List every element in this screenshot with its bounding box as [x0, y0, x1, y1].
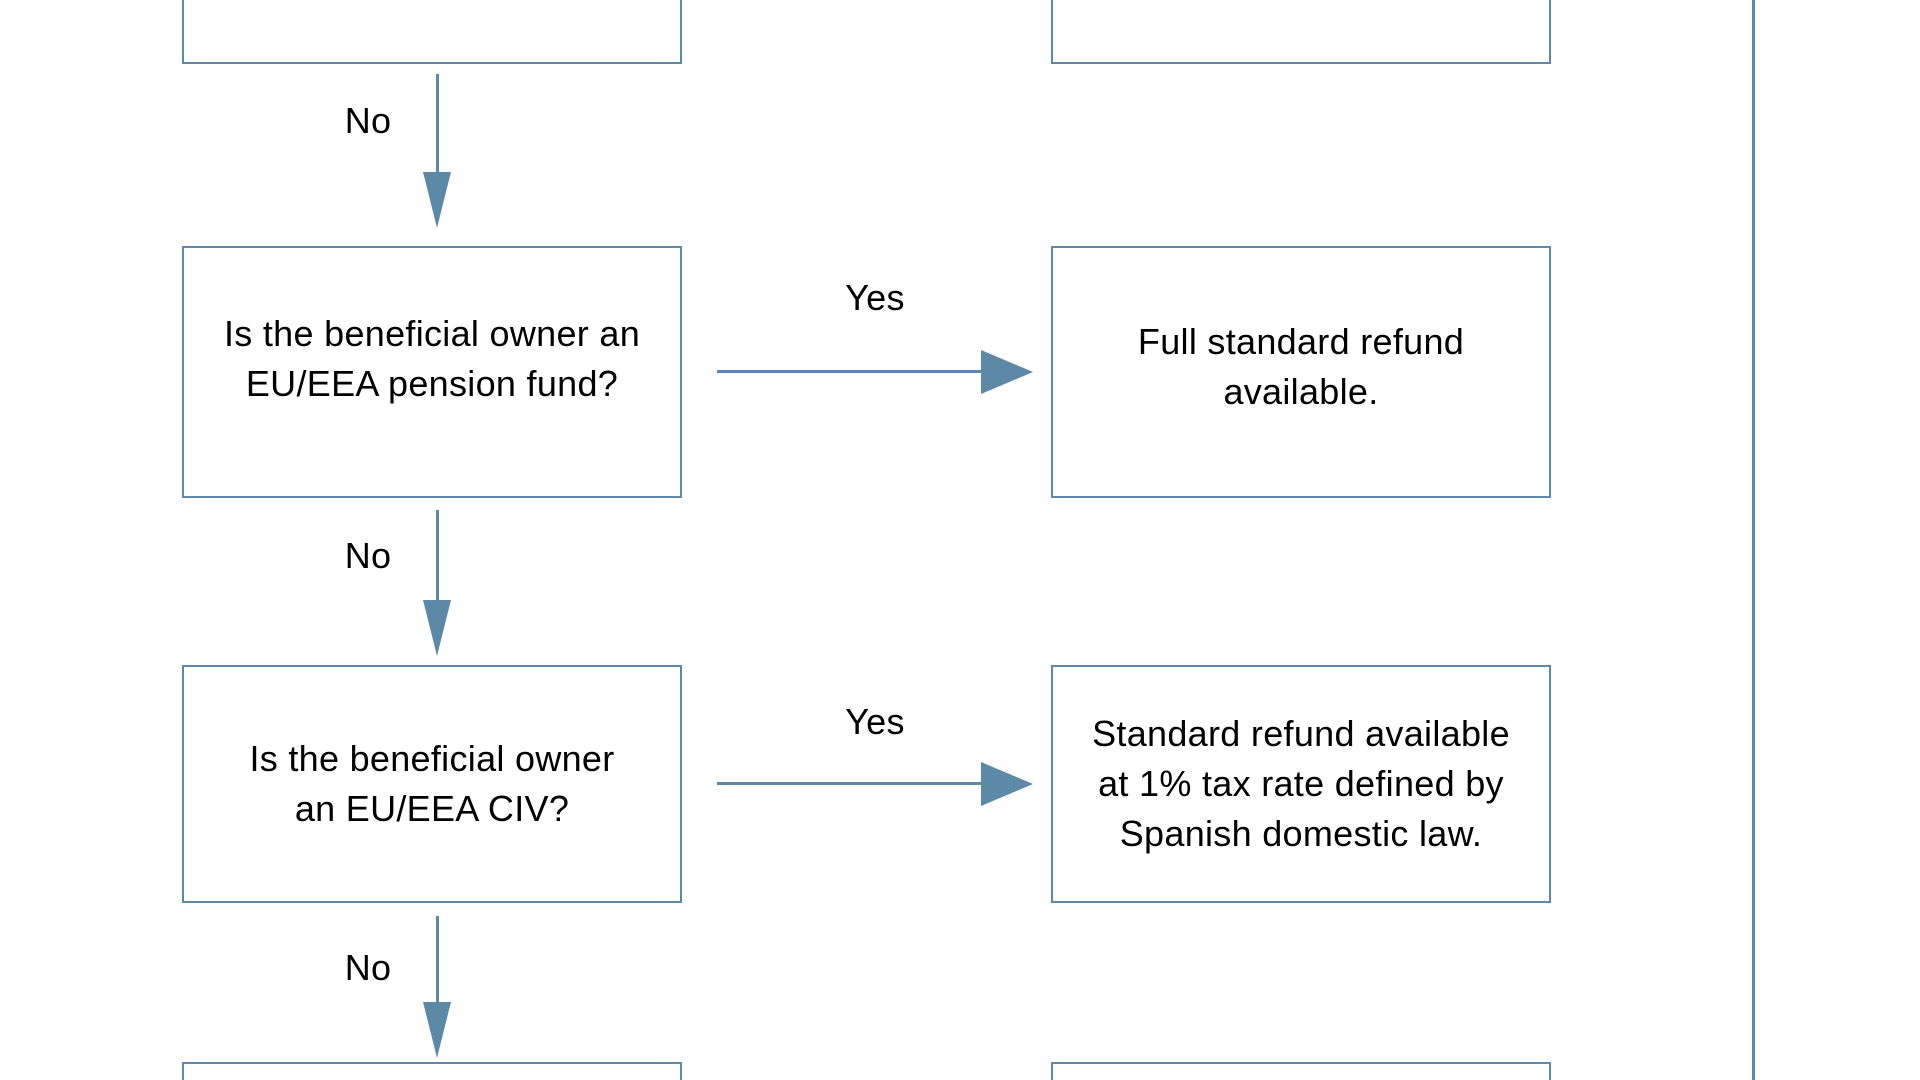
arrow-yes-2-head	[981, 762, 1033, 806]
node-outcome-full-refund: Full standard refund available.	[1051, 246, 1551, 498]
node-partial-bottom-right	[1051, 1062, 1551, 1080]
arrow-yes-1-head	[981, 350, 1033, 394]
node-partial-top-left	[182, 0, 682, 64]
edge-label-no-1: No	[344, 100, 392, 141]
node-question-civ-label: Is the beneficial owner an EU/EEA CIV?	[249, 738, 615, 829]
arrow-yes-1-shaft	[717, 370, 983, 373]
arrow-no-2-head	[423, 600, 451, 656]
edge-label-no-2: No	[344, 535, 392, 576]
arrow-no-1-shaft	[436, 74, 439, 176]
node-outcome-full-refund-label: Full standard refund available.	[1137, 321, 1465, 412]
arrow-yes-2-shaft	[717, 782, 983, 785]
node-partial-top-right	[1051, 0, 1551, 64]
node-question-pension-fund: Is the beneficial owner an EU/EEA pensio…	[182, 246, 682, 498]
arrow-no-2-shaft	[436, 510, 439, 602]
edge-label-yes-1: Yes	[845, 277, 905, 318]
node-question-pension-fund-label: Is the beneficial owner an EU/EEA pensio…	[223, 313, 641, 404]
edge-label-yes-2: Yes	[845, 701, 905, 742]
arrow-no-3-head	[423, 1002, 451, 1058]
right-column-divider-line	[1752, 0, 1755, 1080]
node-outcome-one-percent-refund-label: Standard refund available at 1% tax rate…	[1092, 713, 1510, 854]
node-partial-bottom-left	[182, 1062, 682, 1080]
edge-label-no-3: No	[344, 947, 392, 988]
arrow-no-3-shaft	[436, 916, 439, 1006]
arrow-no-1-head	[423, 172, 451, 228]
node-question-civ: Is the beneficial owner an EU/EEA CIV?	[182, 665, 682, 903]
node-outcome-one-percent-refund: Standard refund available at 1% tax rate…	[1051, 665, 1551, 903]
